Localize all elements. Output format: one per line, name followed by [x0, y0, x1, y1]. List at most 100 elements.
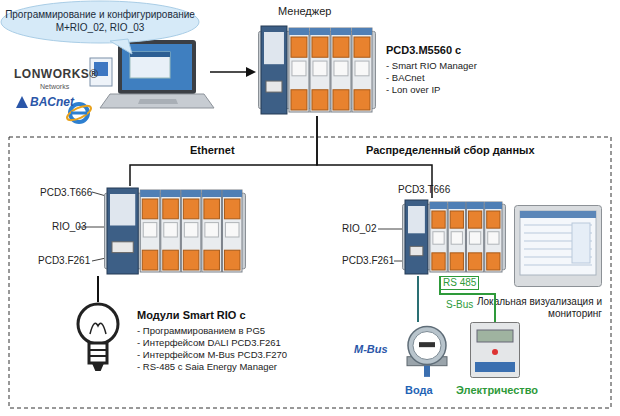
- module-label: [225, 223, 239, 237]
- node-text: PCD3.F261: [38, 255, 90, 267]
- cpu-module: [261, 26, 287, 114]
- cpu-module: [107, 188, 138, 274]
- node-shape: [514, 205, 602, 287]
- node-shape: [405, 322, 449, 378]
- io-module: [161, 190, 181, 272]
- module-label: [433, 232, 444, 244]
- terminal-block: [354, 90, 370, 110]
- cpu-port: [112, 242, 133, 253]
- terminal-block: [468, 253, 481, 270]
- module-label: [184, 223, 198, 237]
- terminal-block: [333, 90, 349, 110]
- device-heading: PCD3.M5560 с: [386, 44, 461, 56]
- terminal-block: [142, 250, 158, 270]
- speech-bubble: [1, 1, 199, 43]
- io-module: [352, 28, 372, 112]
- screen-window: [130, 52, 170, 78]
- node-text: Вода: [405, 384, 433, 396]
- laptop-screen: [122, 44, 192, 90]
- terminal-block: [432, 253, 445, 270]
- bulb-glass: [78, 304, 118, 344]
- bulb-filament: [90, 323, 106, 334]
- meter-housing: [471, 323, 520, 378]
- terminal-block: [312, 90, 328, 110]
- terminal-block: [487, 253, 500, 270]
- io-module: [181, 190, 201, 272]
- feature-item: - Интерфейсом DALI PCD3.F261: [137, 337, 281, 348]
- node-text: Программирование и конфигурирование M+RI…: [2, 8, 198, 34]
- laptop-touchpad: [138, 99, 178, 104]
- io-module: [140, 190, 160, 272]
- electricity-meter: Электричество: [470, 322, 520, 378]
- terminal-block: [354, 37, 370, 57]
- feature-item: - Интерфейсом M-Bus PCD3.F270: [137, 349, 287, 360]
- module-label: [313, 61, 327, 76]
- edge-label: Ethernet: [190, 144, 235, 156]
- speech-bubble-node: Программирование и конфигурирование M+RI…: [0, 0, 200, 44]
- io-module: [331, 28, 351, 112]
- module-label: [469, 232, 480, 244]
- terminal-block: [291, 90, 307, 110]
- module-strip: [331, 28, 351, 35]
- meter-stem: [424, 366, 430, 377]
- bacnet-mark: [16, 96, 28, 108]
- rio-station: PCD3.T666RIO_03PCD3.F261: [104, 186, 246, 276]
- terminal-block: [291, 37, 307, 57]
- module-strip: [140, 190, 160, 197]
- terminal-block: [450, 253, 463, 270]
- terminal-block: [487, 211, 500, 228]
- connector: [440, 276, 495, 322]
- panel-frame: [515, 206, 602, 287]
- meter-dial: [413, 332, 441, 360]
- feature-item: - BACnet: [386, 72, 425, 83]
- feature-item: - Lon over IP: [386, 84, 440, 95]
- io-module: [289, 28, 309, 112]
- node-text: RIO_03: [52, 221, 86, 233]
- io-module: [430, 202, 447, 272]
- module-label: [355, 61, 369, 76]
- node-shape: [470, 322, 520, 378]
- io-module: [466, 202, 483, 272]
- terminal-block: [204, 250, 220, 270]
- bulb-tip: [93, 363, 103, 370]
- laptop-base: [100, 94, 214, 108]
- meter-body: [408, 327, 446, 365]
- module-strip: [222, 190, 242, 197]
- terminal-block: [224, 199, 240, 219]
- bulb-base: [89, 343, 107, 363]
- arrow-head: [246, 67, 256, 77]
- bus-logo: M-Bus: [354, 343, 388, 355]
- terminal-block: [142, 199, 158, 219]
- cpu-module: [405, 200, 428, 274]
- node-shape: [104, 186, 246, 276]
- connector: [417, 276, 419, 322]
- node-text: RIO_02: [342, 223, 376, 235]
- node-text: Менеджер: [278, 5, 331, 18]
- module-strip: [289, 28, 309, 35]
- module-strip: [466, 202, 483, 209]
- window-bar: [130, 52, 170, 57]
- terminal-block: [224, 250, 240, 270]
- module-strip: [430, 202, 447, 209]
- logo-text: LONWORKS®: [14, 68, 99, 80]
- module-label: [205, 223, 219, 237]
- lamp-wire: [97, 276, 99, 302]
- io-module: [310, 28, 330, 112]
- connector: [130, 116, 317, 186]
- feature-item: - Программированием в PG5: [137, 325, 265, 336]
- bubble-tail: [110, 39, 132, 54]
- connector: [317, 116, 432, 198]
- panel-screen: [520, 211, 596, 275]
- io-module: [485, 202, 502, 272]
- dashed-boundary: [9, 137, 611, 408]
- water-meter: Вода: [405, 322, 449, 378]
- leader-line: [92, 192, 106, 196]
- node-text: PCD3.F261: [342, 255, 394, 267]
- arrow-line: [210, 71, 248, 73]
- logo-text: BACnet: [30, 96, 74, 108]
- cpu-panel: [110, 194, 135, 226]
- leader-line: [92, 258, 106, 261]
- module-strip: [310, 28, 330, 35]
